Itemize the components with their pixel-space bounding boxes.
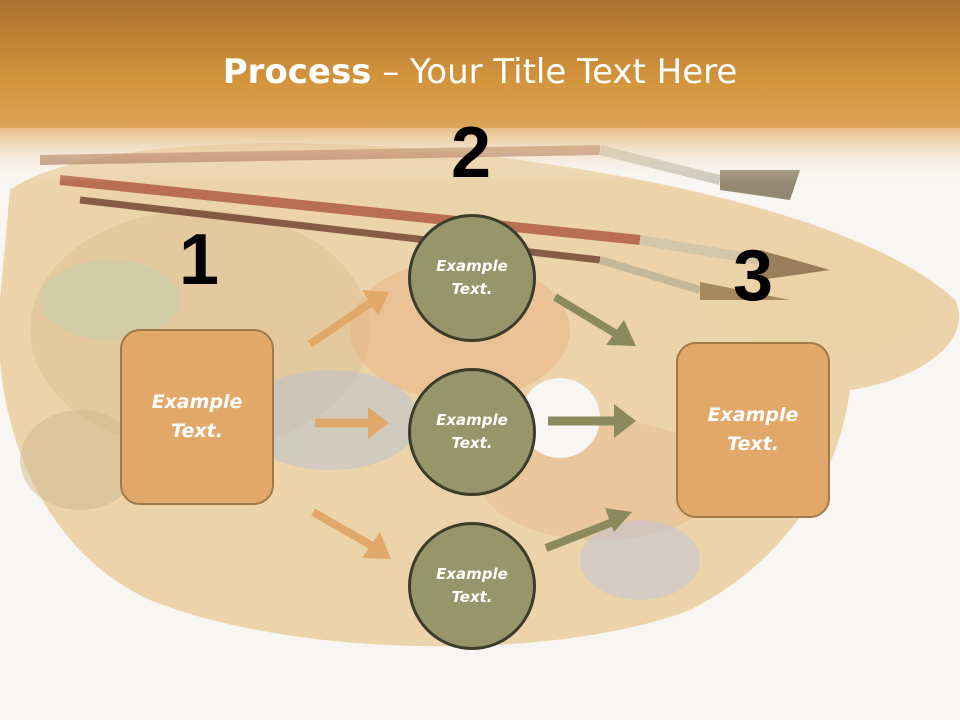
title-rest: – Your Title Text Here (371, 52, 738, 92)
circle-top: Example Text. (408, 214, 536, 342)
left-box: Example Text. (120, 329, 274, 505)
arrow-middle-to-right (548, 404, 636, 438)
arrow-top-to-right (552, 293, 636, 346)
step-number-2: 2 (451, 113, 492, 193)
right-box-label: Example Text. (707, 404, 799, 455)
step-number-1: 1 (179, 220, 220, 300)
circle-middle: Example Text. (408, 368, 536, 496)
slide-title: Process – Your Title Text Here (0, 52, 960, 92)
arrow-left-to-top (307, 290, 389, 348)
circle-top-label: Example Text. (436, 257, 508, 298)
arrow-left-to-middle (315, 407, 389, 439)
right-box: Example Text. (676, 342, 830, 518)
left-box-label: Example Text. (151, 391, 243, 442)
step-number-3: 3 (733, 236, 774, 316)
circle-middle-label: Example Text. (436, 411, 508, 452)
circle-bottom-label: Example Text. (436, 565, 508, 606)
arrow-left-to-bottom (311, 508, 391, 559)
arrow-bottom-to-right (544, 508, 632, 552)
header-band (0, 0, 960, 128)
title-bold: Process (222, 52, 372, 92)
circle-bottom: Example Text. (408, 522, 536, 650)
header-fade (0, 128, 960, 183)
